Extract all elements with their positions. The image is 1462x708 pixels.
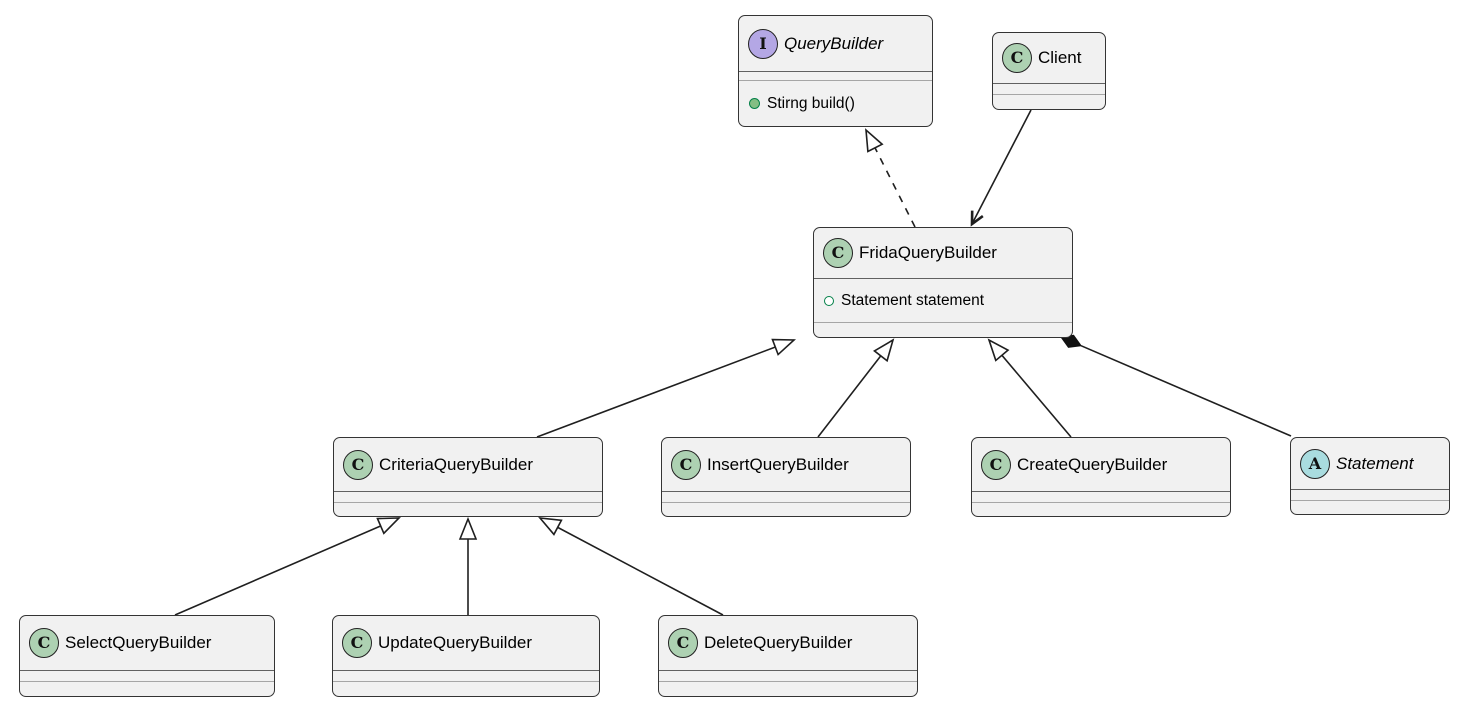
methods-section — [1291, 500, 1449, 514]
class-icon: C — [668, 628, 698, 658]
fields-section — [972, 491, 1230, 502]
abstract-class-icon: A — [1300, 448, 1330, 479]
methods-section — [20, 681, 274, 696]
class-icon: C — [342, 628, 372, 658]
class-header: C FridaQueryBuilder — [814, 228, 1072, 278]
class-header: C SelectQueryBuilder — [20, 616, 274, 670]
methods-section — [659, 681, 917, 696]
class-icon: C — [981, 449, 1011, 480]
methods-section: Stirng build() — [739, 80, 932, 126]
class-box-criteriaquerybuilder: C CriteriaQueryBuilder — [333, 437, 603, 517]
class-name: Client — [1038, 48, 1082, 67]
interface-icon: I — [748, 28, 778, 59]
fields-section — [1291, 489, 1449, 500]
class-box-querybuilder: I QueryBuilder Stirng build() — [738, 15, 933, 127]
fields-section — [333, 670, 599, 681]
class-header: C DeleteQueryBuilder — [659, 616, 917, 670]
edge-generalization-create-frida — [987, 338, 1072, 438]
methods-section — [972, 502, 1230, 516]
class-header: C InsertQueryBuilder — [662, 438, 910, 491]
edge-generalization-criteria-frida — [536, 338, 797, 438]
methods-section — [814, 322, 1072, 337]
class-name: Statement — [1336, 453, 1414, 473]
class-icon: C — [343, 449, 373, 480]
edge-generalization-select-criteria — [174, 517, 401, 616]
methods-section — [662, 502, 910, 516]
class-box-updatequerybuilder: C UpdateQueryBuilder — [332, 615, 600, 697]
class-box-deletequerybuilder: C DeleteQueryBuilder — [658, 615, 918, 697]
class-header: C CriteriaQueryBuilder — [334, 438, 602, 491]
class-name: CriteriaQueryBuilder — [379, 454, 533, 474]
class-header: C CreateQueryBuilder — [972, 438, 1230, 491]
public-method-icon — [749, 98, 760, 109]
field-icon — [824, 295, 834, 306]
class-name: InsertQueryBuilder — [707, 454, 849, 474]
class-box-selectquerybuilder: C SelectQueryBuilder — [19, 615, 275, 697]
method-label: Stirng build() — [767, 94, 855, 112]
class-icon: C — [29, 628, 59, 658]
edge-generalization-delete-criteria — [538, 516, 724, 616]
edge-generalization-insert-frida — [817, 338, 895, 438]
class-header: A Statement — [1291, 438, 1449, 489]
class-name: UpdateQueryBuilder — [378, 633, 533, 652]
fields-section — [993, 83, 1105, 94]
class-icon: C — [671, 449, 701, 480]
class-name: SelectQueryBuilder — [65, 633, 212, 652]
field-label: Statement statement — [841, 291, 985, 309]
class-icon: C — [1002, 43, 1032, 73]
methods-section — [334, 502, 602, 516]
fields-section: Statement statement — [814, 278, 1072, 322]
fields-section — [334, 491, 602, 502]
class-box-statement: A Statement — [1290, 437, 1450, 515]
class-box-client: C Client — [992, 32, 1106, 110]
fields-section — [739, 71, 932, 80]
class-box-insertquerybuilder: C InsertQueryBuilder — [661, 437, 911, 517]
edge-realization-frida-querybuilder — [865, 128, 916, 228]
class-name: FridaQueryBuilder — [859, 243, 997, 262]
class-header: I QueryBuilder — [739, 16, 932, 71]
class-header: C UpdateQueryBuilder — [333, 616, 599, 670]
field-item: Statement statement — [814, 279, 1072, 322]
class-name: CreateQueryBuilder — [1017, 454, 1168, 474]
class-box-fridaquerybuilder: C FridaQueryBuilder Statement statement — [813, 227, 1073, 338]
fields-section — [662, 491, 910, 502]
edge-composition-frida-statement — [1080, 344, 1292, 437]
methods-section — [333, 681, 599, 696]
class-name: QueryBuilder — [784, 33, 884, 53]
methods-section — [993, 94, 1105, 109]
class-name: DeleteQueryBuilder — [704, 633, 853, 652]
fields-section — [20, 670, 274, 681]
class-icon: C — [823, 238, 853, 268]
class-header: C Client — [993, 33, 1105, 83]
fields-section — [659, 670, 917, 681]
class-box-createquerybuilder: C CreateQueryBuilder — [971, 437, 1231, 517]
method-item: Stirng build() — [739, 81, 932, 126]
edge-association-client-frida — [970, 109, 1032, 227]
